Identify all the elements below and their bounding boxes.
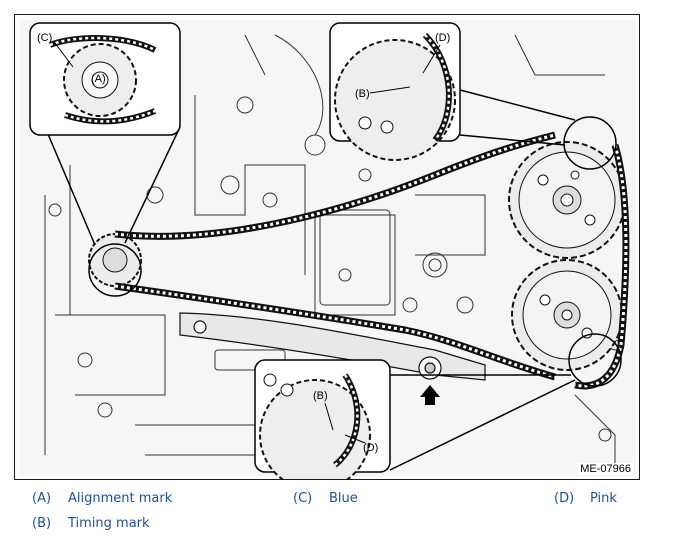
- legend-key: (A): [32, 491, 52, 506]
- legend-key: (D): [554, 491, 575, 506]
- legend-item-d: (D) Pink: [554, 491, 617, 506]
- inset-top-left: (C) (A): [29, 22, 181, 136]
- legend-label: Timing mark: [68, 516, 150, 531]
- camshaft-sprocket-lower: [511, 259, 623, 371]
- inset-top-right-callout-d: (D): [435, 32, 450, 44]
- legend-item-b: (B) Timing mark: [32, 516, 150, 531]
- camshaft-sprocket-upper: [508, 141, 626, 259]
- legend-label: Blue: [329, 491, 358, 506]
- legend-item-c: (C) Blue: [293, 491, 358, 506]
- inset-top-right-callout-b: (B): [355, 88, 370, 100]
- inset-bottom-callout-d: (D): [363, 442, 378, 454]
- detail-markers: [44, 89, 622, 471]
- legend-key: (C): [293, 491, 313, 506]
- legend-key: (B): [32, 516, 52, 531]
- chain-tensioner-lever: [179, 312, 486, 381]
- inset-top-right: (D) (B): [329, 22, 461, 161]
- figure-code: ME-07966: [578, 463, 633, 475]
- diagram-drawing: (C) (A) (D) (B) (B) (D): [20, 20, 636, 479]
- inset-top-left-callout-c: (C): [37, 32, 52, 44]
- timing-chain: [114, 131, 630, 390]
- legend-label: Pink: [590, 491, 617, 506]
- engine-timing-chain-diagram: (C) (A) (D) (B) (B) (D): [14, 14, 640, 480]
- inset-bottom: (B) (D): [254, 359, 391, 479]
- legend-label: Alignment mark: [68, 491, 173, 506]
- legend-item-a: (A) Alignment mark: [32, 491, 172, 506]
- tensioner-arrow: [420, 385, 440, 405]
- crankshaft-sprocket: [88, 233, 142, 287]
- inset-top-left-callout-a: (A): [91, 73, 106, 85]
- inset-bottom-callout-b: (B): [313, 390, 328, 402]
